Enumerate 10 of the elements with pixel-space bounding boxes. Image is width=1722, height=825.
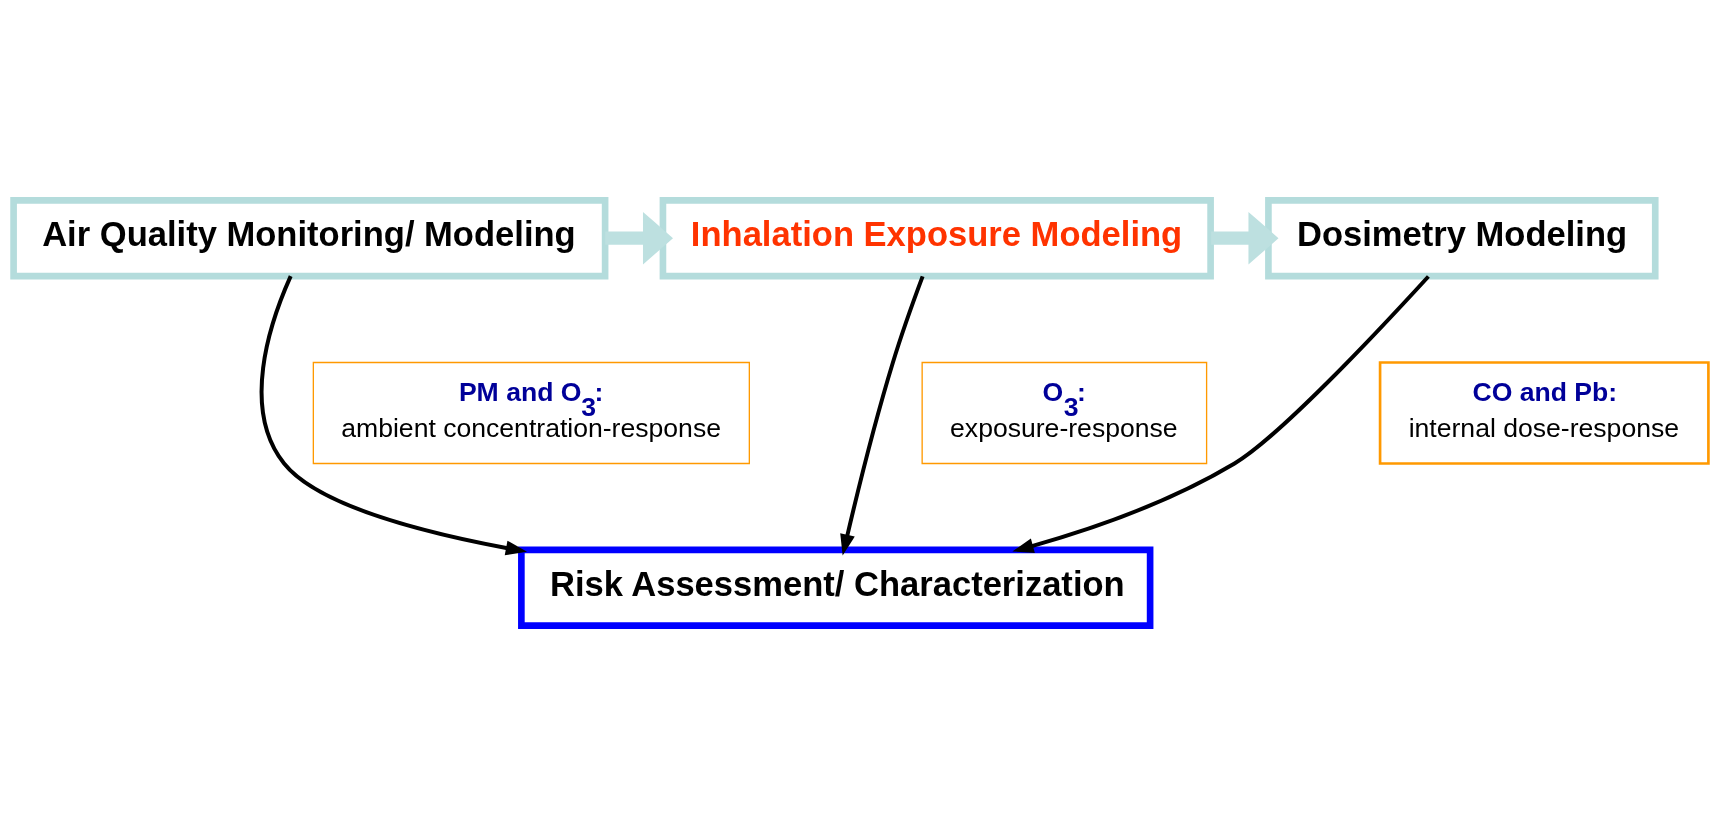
node-box: Inhalation Exposure Modeling [659, 196, 1214, 279]
node-box: Risk Assessment/ Characterization [518, 546, 1154, 629]
node-box: CO and Pb: internal dose-response [1378, 360, 1710, 465]
node-box: Dosimetry Modeling [1265, 196, 1659, 279]
arrow [259, 274, 528, 555]
arrow [605, 211, 673, 264]
arrow [840, 275, 925, 556]
node-box: Air Quality Monitoring/ Modeling [10, 196, 609, 279]
arrow [1012, 274, 1430, 553]
arrow [1211, 211, 1279, 264]
